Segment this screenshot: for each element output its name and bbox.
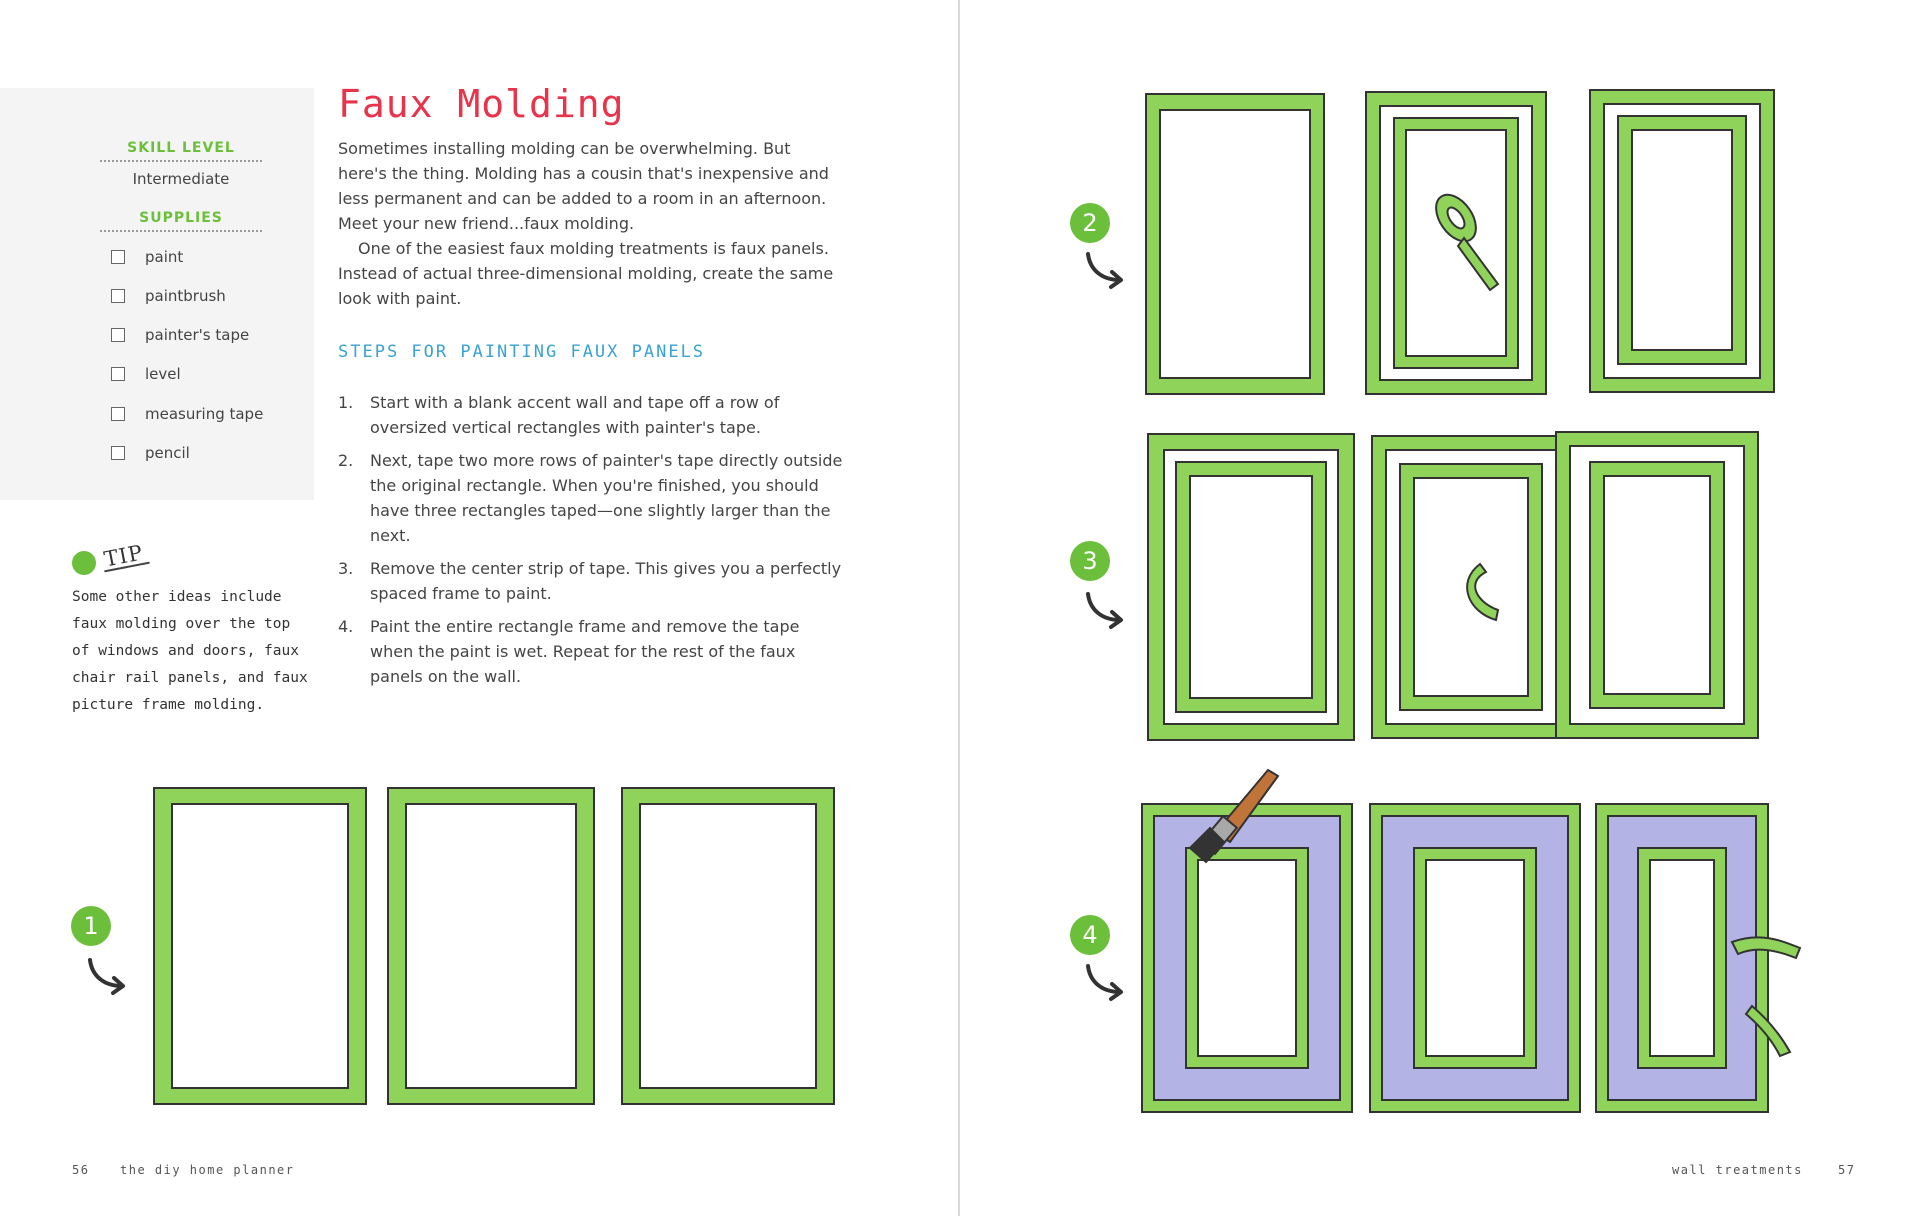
tape-rectangle — [1365, 91, 1547, 395]
step-item: 1. Start with a blank accent wall and tap… — [338, 390, 843, 440]
intro-text: Sometimes installing molding can be over… — [338, 136, 843, 311]
tape-rectangle — [1589, 461, 1725, 709]
tape-rectangle — [1617, 115, 1747, 365]
tape-rectangle — [1175, 461, 1327, 713]
step-number: 4. — [338, 617, 354, 636]
steps-list: 1. Start with a blank accent wall and tap… — [338, 390, 843, 697]
skill-level-value: Intermediate — [132, 170, 230, 188]
step-item: 2. Next, tape two more rows of painter's … — [338, 448, 843, 548]
tape-rectangle — [1555, 431, 1759, 739]
step-2-badge: 2 — [1070, 203, 1110, 243]
step-4-badge: 4 — [1070, 915, 1110, 955]
step-text: Paint the entire rectangle frame and rem… — [370, 617, 800, 686]
checkbox-icon[interactable] — [111, 367, 125, 381]
checkbox-icon[interactable] — [111, 328, 125, 342]
tape-rectangle — [1413, 847, 1537, 1069]
step-3-tape-rectangles — [1147, 431, 1759, 741]
left-page: SKILL LEVEL Intermediate SUPPLIES paint … — [0, 0, 959, 1216]
intro-paragraph: One of the easiest faux molding treatmen… — [338, 239, 834, 308]
tape-rectangle — [387, 787, 595, 1105]
tape-rectangle — [1393, 117, 1519, 369]
step-number: 2. — [338, 451, 354, 470]
step-4-painted-panels — [1141, 768, 1802, 1113]
supply-label: measuring tape — [145, 405, 264, 423]
tape-rectangle — [153, 787, 367, 1105]
tip-text: Some other ideas include faux molding ov… — [72, 589, 308, 713]
peeling-tape — [1744, 1004, 1792, 1058]
step-1-badge: 1 — [71, 906, 111, 946]
supply-label: level — [145, 365, 181, 383]
page-title: Faux Molding — [338, 82, 625, 126]
step-item: 3. Remove the center strip of tape. This … — [338, 556, 843, 606]
tape-rectangle — [1637, 847, 1727, 1069]
page-gutter — [958, 0, 960, 1216]
supply-item: level — [111, 365, 181, 383]
footer-page-number: 56 — [72, 1163, 90, 1177]
footer-page-number: 57 — [1838, 1163, 1856, 1177]
footer-book-title: the diy home planner — [120, 1163, 295, 1177]
step-2-tape-rectangles — [1145, 89, 1775, 395]
steps-heading: STEPS FOR PAINTING FAUX PANELS — [338, 342, 706, 362]
step-number: 3. — [338, 559, 354, 578]
tape-rectangle — [1185, 847, 1309, 1069]
checkbox-icon[interactable] — [111, 250, 125, 264]
arrow-icon — [88, 958, 125, 995]
footer-section-title: wall treatments — [1672, 1163, 1803, 1177]
right-page: 2 3 4 — [960, 0, 1920, 1216]
supply-item: painter's tape — [111, 326, 249, 344]
supply-item: pencil — [111, 444, 190, 462]
arrow-icon — [1086, 964, 1123, 1001]
step-1-tape-rectangles — [153, 787, 835, 1105]
intro-paragraph: Sometimes installing molding can be over… — [338, 139, 829, 233]
supply-label: painter's tape — [145, 326, 250, 344]
tape-rectangle — [1399, 463, 1543, 711]
checkbox-icon[interactable] — [111, 446, 125, 460]
supply-item: paintbrush — [111, 287, 226, 305]
step-text: Next, tape two more rows of painter's ta… — [370, 451, 843, 545]
checkbox-icon[interactable] — [111, 407, 125, 421]
step-text: Remove the center strip of tape. This gi… — [370, 559, 842, 603]
tip-dot-icon — [72, 551, 96, 575]
skill-level-heading: SKILL LEVEL — [100, 140, 262, 162]
peeling-tape — [1730, 936, 1802, 960]
tape-rectangle — [1147, 433, 1355, 741]
supply-label: pencil — [145, 444, 190, 462]
checkbox-icon[interactable] — [111, 289, 125, 303]
step-3-badge: 3 — [1070, 541, 1110, 581]
tape-roll-icon — [1435, 193, 1500, 292]
peeling-tape — [1466, 562, 1500, 622]
tape-rectangle — [1145, 93, 1325, 395]
supplies-heading: SUPPLIES — [100, 210, 262, 232]
step-item: 4. Paint the entire rectangle frame and r… — [338, 614, 843, 689]
tape-rectangle — [1589, 89, 1775, 393]
supplies-sidebar — [0, 88, 314, 500]
step-number: 1. — [338, 393, 354, 412]
supply-label: paint — [145, 248, 184, 266]
arrow-icon — [1086, 252, 1123, 289]
tape-rectangle — [621, 787, 835, 1105]
supply-label: paintbrush — [145, 287, 226, 305]
paintbrush-icon — [1188, 768, 1280, 864]
supply-item: paint — [111, 248, 183, 266]
arrow-icon — [1086, 592, 1123, 629]
supply-item: measuring tape — [111, 405, 263, 423]
step-text: Start with a blank accent wall and tape … — [370, 393, 780, 437]
